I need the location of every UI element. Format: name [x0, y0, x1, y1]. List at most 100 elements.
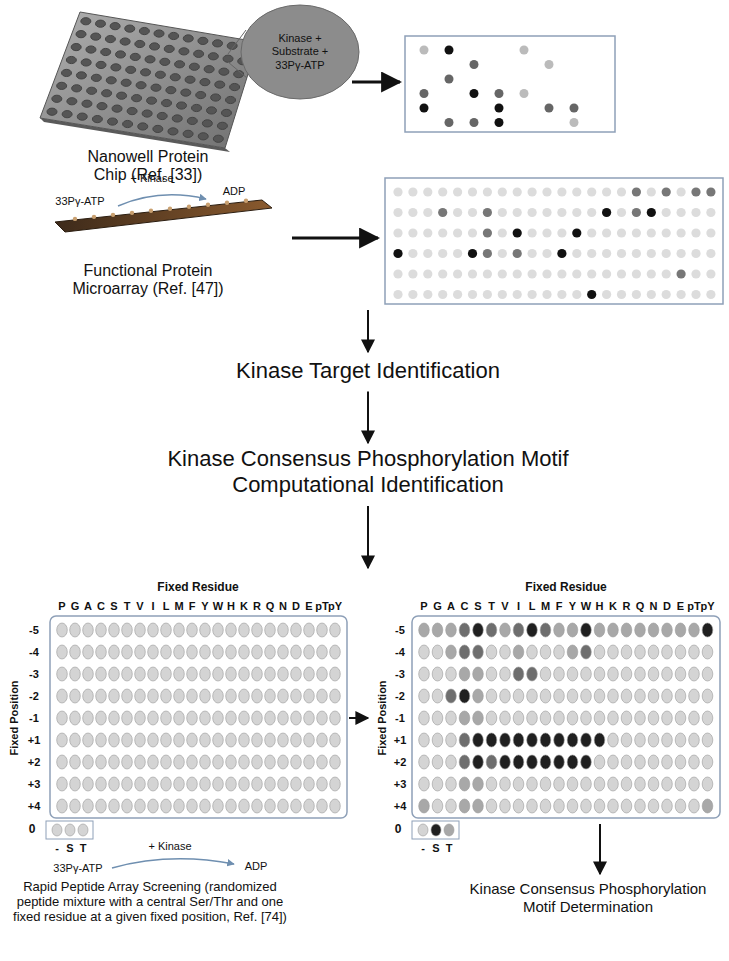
array-spot [393, 228, 402, 237]
array-spot [498, 269, 507, 278]
array-spot [483, 208, 492, 217]
array-spot [408, 228, 417, 237]
chip-well [138, 123, 148, 130]
plate-well [608, 623, 619, 637]
plate-well [109, 689, 120, 703]
plate-well [239, 711, 250, 725]
plate-well [291, 733, 302, 747]
plate-well [239, 777, 250, 791]
array-spot [453, 269, 462, 278]
plate-well [689, 733, 700, 747]
residue-letter: A [84, 600, 92, 613]
plate-well [291, 689, 302, 703]
array-spot [632, 269, 641, 278]
array-spot [572, 208, 581, 217]
plate-well [57, 711, 68, 725]
plate-well [57, 623, 68, 637]
plate-well [594, 799, 605, 813]
plate-well [330, 623, 341, 637]
position-label: +4 [394, 800, 407, 813]
plate-well [265, 667, 276, 681]
chip-well [76, 31, 86, 38]
plate-well [317, 623, 328, 637]
plate-well [200, 623, 211, 637]
reagent-label: 33Pγ-ATP [53, 862, 102, 875]
plate-well [317, 755, 328, 769]
position-label: -2 [29, 690, 39, 703]
chip-well [57, 82, 67, 89]
chip-well [86, 46, 96, 53]
array-spot [423, 290, 432, 299]
plate-well [317, 689, 328, 703]
plate-well [567, 777, 578, 791]
plate-well [621, 755, 632, 769]
array-spot [572, 269, 581, 278]
plate-well [621, 645, 632, 659]
plate-well [174, 777, 185, 791]
plate-well [675, 667, 686, 681]
plate-well [174, 667, 185, 681]
plate-well [540, 733, 551, 747]
plate-well [239, 623, 250, 637]
plate-well [278, 711, 289, 725]
chip-well [198, 133, 208, 140]
array-spot [393, 269, 402, 278]
control-strip [46, 821, 93, 839]
plate-well [83, 755, 94, 769]
plate-well [239, 689, 250, 703]
plate-well [330, 755, 341, 769]
chip-well [132, 95, 142, 102]
control-label: 0 [29, 823, 36, 837]
chip-well [47, 108, 57, 115]
residue-letter: C [461, 600, 469, 613]
chip-well [67, 98, 77, 105]
plate-well [513, 623, 524, 637]
plate-well [70, 733, 81, 747]
chip-well [198, 37, 208, 44]
plate-well [135, 645, 146, 659]
plate-well [608, 711, 619, 725]
array-spot [468, 269, 477, 278]
plate-well [187, 667, 198, 681]
chip-well [66, 56, 76, 63]
chip-well [181, 89, 191, 96]
plate-well [109, 623, 120, 637]
control-label: - [55, 842, 59, 855]
control-well [431, 824, 441, 836]
array-spot [632, 208, 641, 217]
plate-well [473, 689, 484, 703]
array-spot [438, 269, 447, 278]
array-spot [706, 228, 715, 237]
plate-well [278, 733, 289, 747]
plate-well [213, 645, 224, 659]
plate-well [174, 755, 185, 769]
plate-well [161, 623, 172, 637]
array-spot [677, 208, 686, 217]
plate-well [83, 645, 94, 659]
chip-well [200, 79, 210, 86]
plate-well [513, 645, 524, 659]
array-spot [587, 187, 596, 196]
plate-well [70, 645, 81, 659]
plate-well [689, 689, 700, 703]
plate-well [122, 755, 133, 769]
plate-well [109, 711, 120, 725]
plate-well [594, 689, 605, 703]
residue-letter: pY [700, 600, 714, 613]
plate-well [581, 799, 592, 813]
residue-letter: S [474, 600, 481, 613]
array-spot [408, 269, 417, 278]
signal-dot [445, 75, 454, 84]
ellipse-shape [241, 5, 359, 99]
array-spot [572, 187, 581, 196]
chip-well [155, 71, 165, 78]
position-label: -1 [395, 712, 405, 725]
residue-letter: V [136, 600, 143, 613]
chip-well [87, 87, 97, 94]
plate-well [161, 645, 172, 659]
array-spot [617, 208, 626, 217]
array-spot [423, 228, 432, 237]
plate-well [621, 667, 632, 681]
reagent-label: 33Pγ-ATP [55, 195, 104, 208]
position-label: +4 [28, 800, 41, 813]
